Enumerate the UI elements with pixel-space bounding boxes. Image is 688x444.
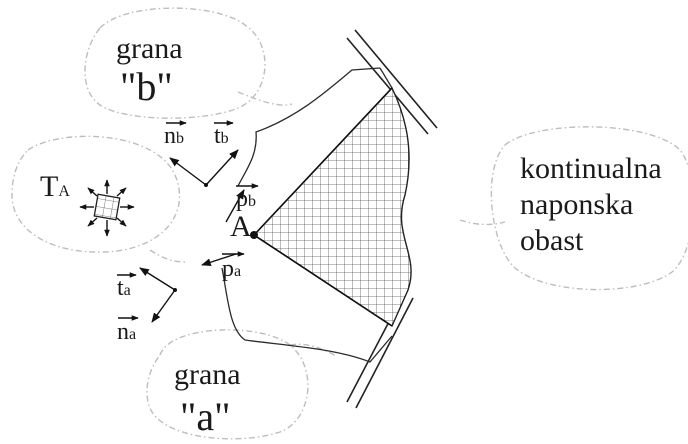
t-b-arrow <box>205 149 239 186</box>
svg-text:pb: pb <box>236 186 256 212</box>
svg-text:pa: pa <box>222 256 241 282</box>
region-line-1: kontinualna <box>520 152 662 185</box>
body-outline-bottom <box>221 267 393 363</box>
point-a-label: A <box>230 210 252 243</box>
wall-top-outer <box>354 29 438 129</box>
point-a-dot <box>250 231 258 239</box>
svg-text:tb: tb <box>214 123 229 149</box>
bubble-connector-region <box>459 219 506 226</box>
edge-b <box>253 87 393 236</box>
branch-b-word: grana <box>116 32 183 65</box>
t-a-arrow <box>139 267 176 291</box>
bubble-tensor <box>11 135 181 253</box>
region-line-2: naponska <box>520 188 633 221</box>
t-b-label: tb <box>214 120 234 149</box>
tensor-element-icon <box>79 179 135 237</box>
tensor-label: TA <box>40 170 70 203</box>
p-a-label: pa <box>222 251 245 282</box>
n-b-arrow <box>169 157 207 186</box>
body-outline-top <box>237 67 381 187</box>
bubble-branch-a <box>146 329 309 440</box>
p-b-arrow <box>225 189 245 223</box>
tensor-T: T <box>40 170 58 203</box>
bubble-region <box>490 126 688 291</box>
svg-text:ta: ta <box>117 275 131 301</box>
bubble-connector-a <box>289 343 337 357</box>
bubble-branch-b <box>84 7 266 119</box>
wall-top-inner <box>346 37 429 135</box>
bubble-connector-b <box>237 91 293 106</box>
branch-a-word: grana <box>174 358 241 391</box>
p-a-arrow <box>201 253 237 267</box>
svg-text:nb: nb <box>164 123 184 149</box>
tensor-subscript: A <box>58 183 70 200</box>
region-line-3: obast <box>520 224 584 257</box>
n-b-label: nb <box>164 120 187 149</box>
wall-bottom-outer <box>355 297 414 409</box>
hatched-region <box>252 86 412 328</box>
t-a-label: ta <box>117 272 137 301</box>
edge-a <box>253 234 393 327</box>
branch-a-letter: "a" <box>180 394 230 439</box>
body-outline-top-inner <box>379 67 393 89</box>
p-b-label: pb <box>236 183 259 212</box>
n-a-label: na <box>117 315 139 345</box>
branch-b-letter: "b" <box>120 64 173 109</box>
svg-text:na: na <box>117 319 136 345</box>
bubble-connector-mid <box>149 249 187 263</box>
n-a-arrow <box>151 289 176 323</box>
